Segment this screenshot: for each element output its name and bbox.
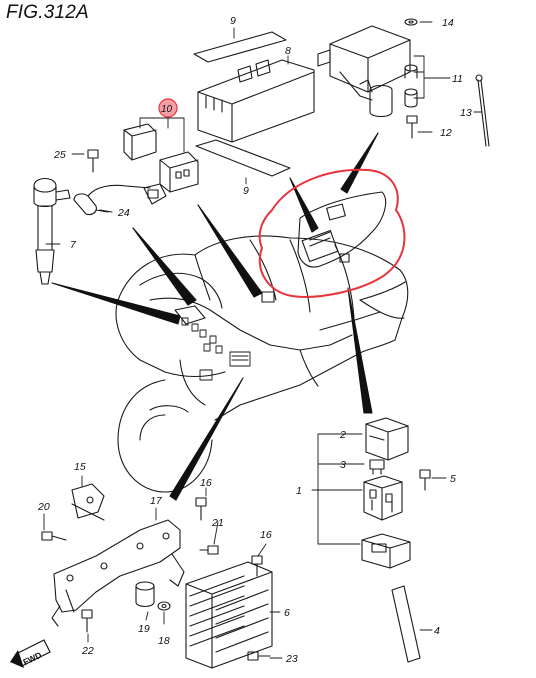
bracket-17 — [51, 519, 185, 627]
washer-18 — [157, 601, 171, 611]
fwd-arrow-icon: FWD — [10, 639, 51, 668]
callout-17: 17 — [150, 495, 163, 507]
callout-15: 15 — [74, 461, 86, 473]
callout-14: 14 — [442, 17, 454, 29]
callout-16-upper: 16 — [200, 477, 212, 489]
bolt-12 — [406, 115, 418, 139]
seat-tray — [297, 191, 387, 268]
bracket-15 — [71, 483, 105, 521]
callout-21: 21 — [211, 517, 224, 529]
leader-lines — [43, 21, 483, 659]
bolt-5 — [419, 469, 431, 491]
callout-5: 5 — [450, 473, 456, 485]
connector-10 — [123, 123, 199, 193]
sensor-24 — [73, 183, 167, 216]
bolt-20 — [41, 531, 67, 541]
motorcycle-outline — [115, 235, 409, 493]
bolt-21 — [199, 545, 219, 555]
pad-4 — [391, 585, 421, 663]
wiring-connectors-on-bike — [181, 317, 251, 381]
pad-9-bottom — [195, 139, 291, 177]
relay-bracket-11 — [317, 25, 418, 118]
pad-9-top — [193, 31, 287, 63]
bolt-22 — [81, 609, 93, 633]
regulator-6 — [185, 561, 273, 669]
callout-18: 18 — [158, 635, 170, 647]
washer-14 — [404, 18, 418, 26]
fuse-box-cover-2 — [365, 417, 409, 461]
callout-4: 4 — [434, 625, 440, 637]
fuse-holder — [363, 475, 403, 521]
callout-3: 3 — [340, 459, 346, 471]
callout-9-bottom: 9 — [243, 185, 249, 197]
callout-6: 6 — [284, 607, 290, 619]
bolt-16-upper — [195, 497, 207, 521]
callout-10-label: 10 — [161, 104, 173, 115]
callout-1: 1 — [296, 485, 302, 497]
callout-10-highlighted: 10 — [158, 98, 178, 118]
callout-19: 19 — [138, 623, 150, 635]
bolt-23 — [247, 651, 271, 661]
ignition-coil-7 — [33, 177, 71, 285]
figure-title: FIG.312A — [6, 2, 89, 23]
callout-labels: 9 8 14 11 13 12 25 24 7 9 2 3 1 5 15 16 … — [37, 15, 472, 665]
fuse-3 — [369, 459, 385, 475]
callout-16-lower: 16 — [260, 529, 272, 541]
callout-20: 20 — [37, 501, 50, 513]
callout-23: 23 — [285, 653, 298, 665]
callout-11: 11 — [452, 73, 463, 85]
spacer-19 — [135, 581, 155, 608]
callout-12: 12 — [440, 127, 452, 139]
callout-22: 22 — [81, 645, 94, 657]
callout-9-top: 9 — [230, 15, 236, 27]
callout-13: 13 — [460, 107, 472, 119]
tie-13 — [475, 74, 490, 147]
callout-24: 24 — [117, 207, 130, 219]
callout-2: 2 — [339, 429, 346, 441]
callout-25: 25 — [53, 149, 66, 161]
highlight-outline — [258, 168, 406, 298]
fuse-base — [361, 533, 411, 569]
pointer-wedges — [51, 132, 379, 501]
ecm-8 — [197, 59, 315, 143]
callout-7: 7 — [70, 239, 77, 251]
callout-8: 8 — [285, 45, 291, 57]
bolt-25 — [87, 149, 99, 173]
